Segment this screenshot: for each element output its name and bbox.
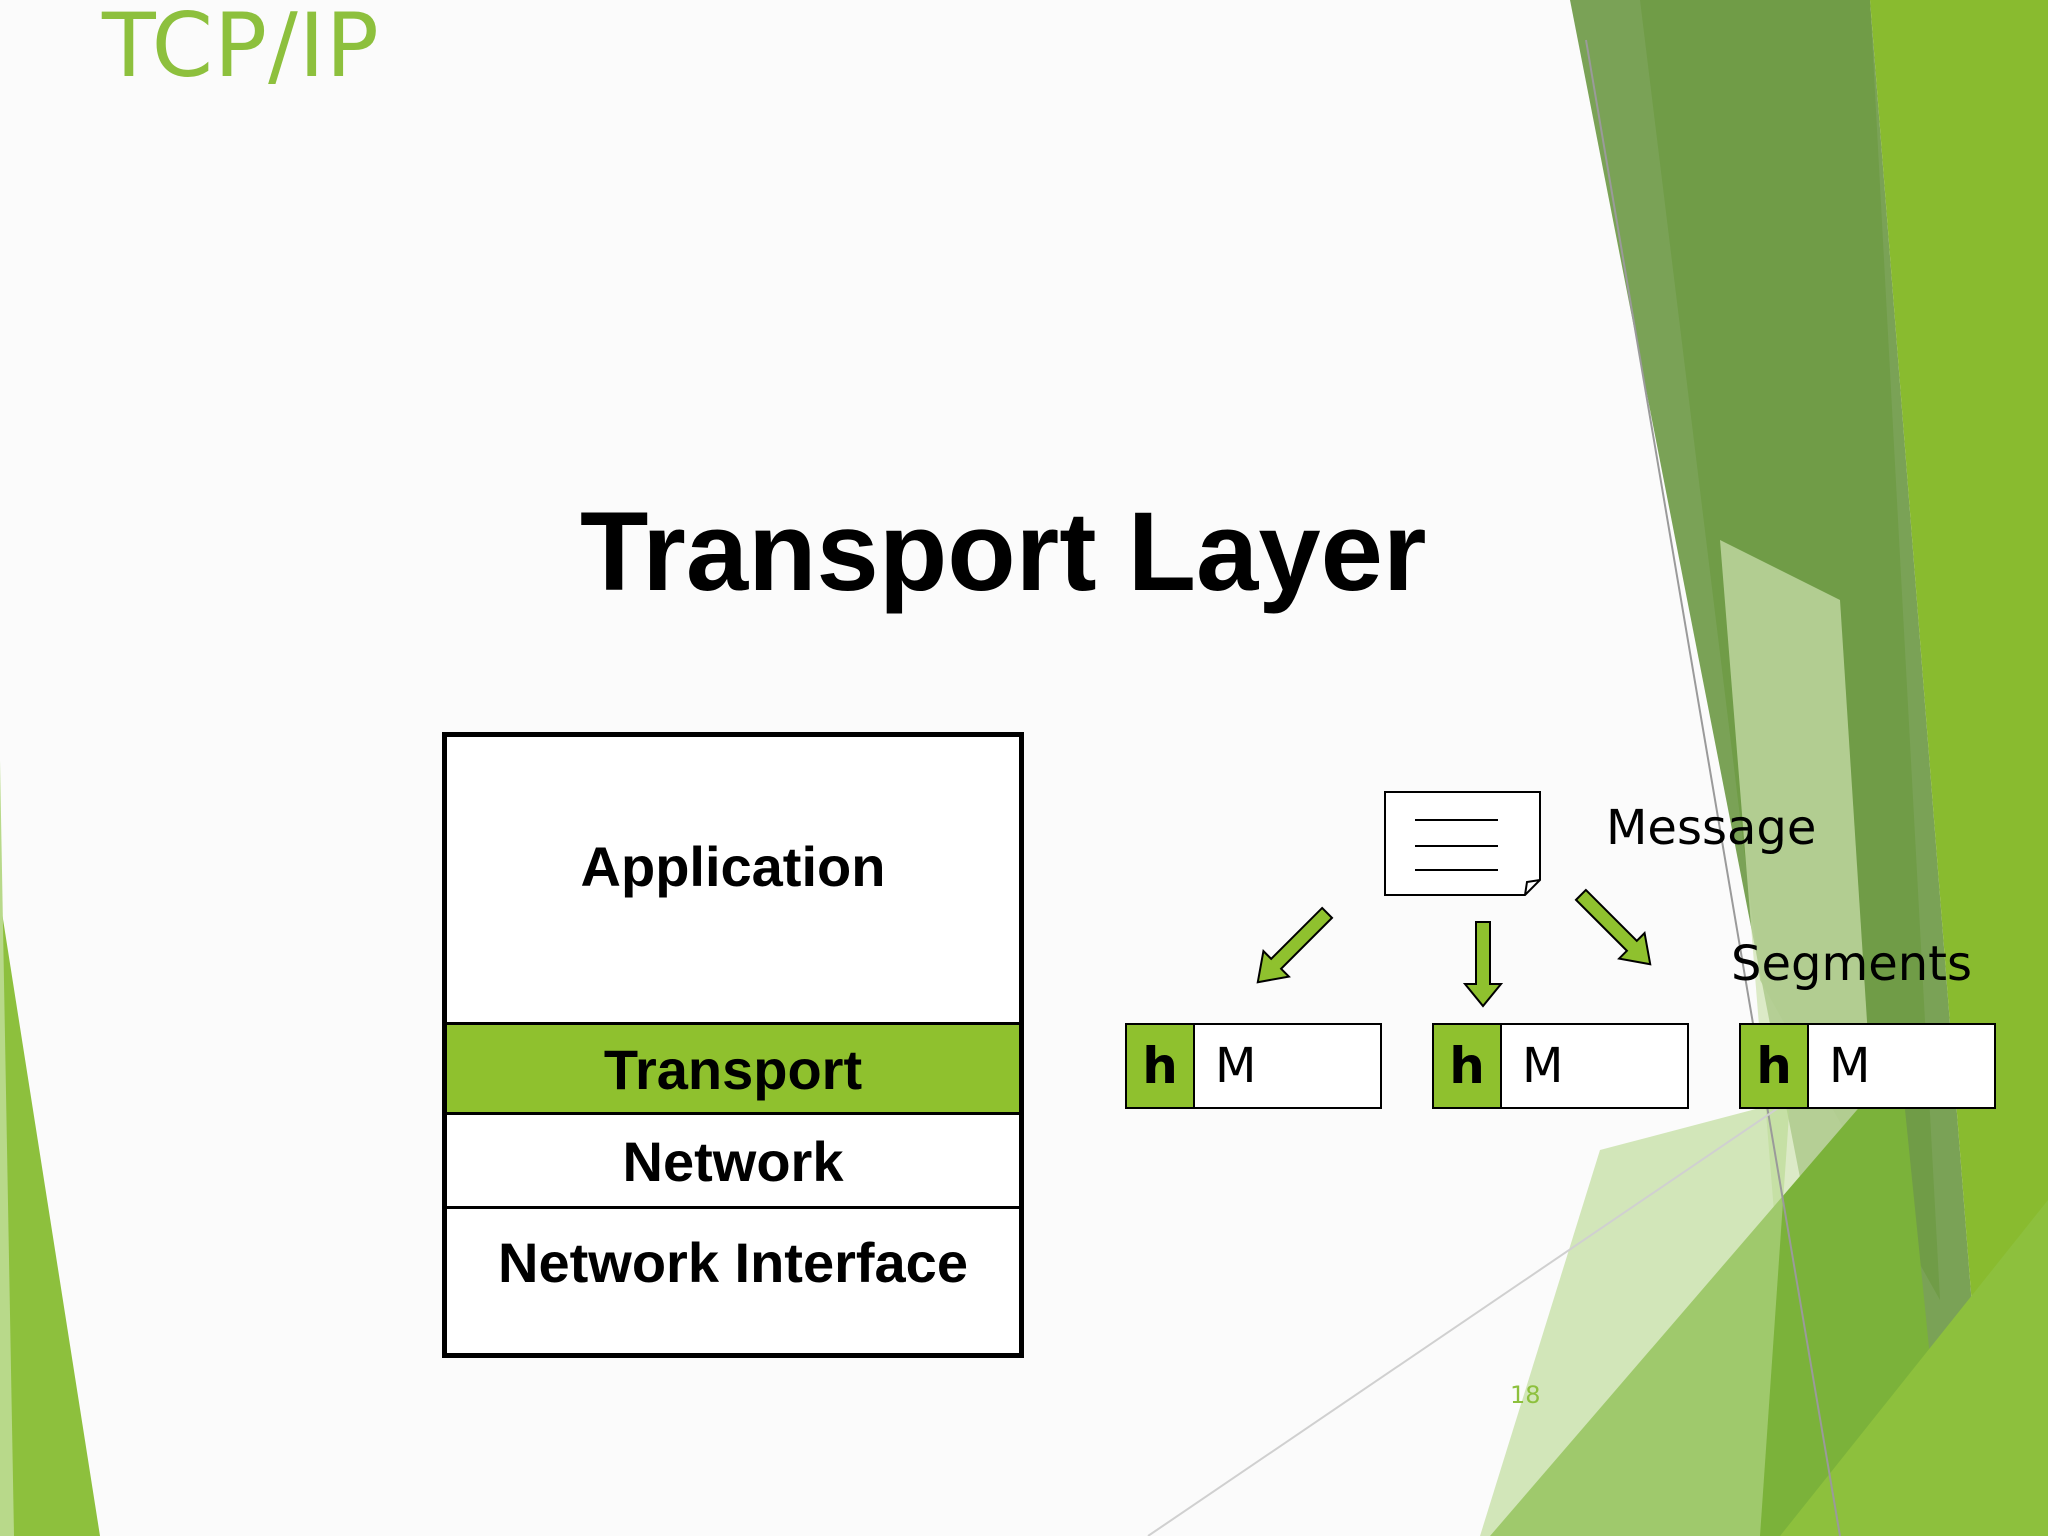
segment-2: h M <box>1432 1023 1689 1109</box>
segment-header: h <box>1741 1025 1809 1107</box>
segment-header: h <box>1434 1025 1502 1107</box>
layer-transport: Transport <box>447 1025 1019 1115</box>
arrow-down-icon <box>1462 921 1504 1008</box>
layer-network: Network <box>447 1115 1019 1209</box>
arrow-down-right-icon <box>1574 888 1652 966</box>
layer-application: Application <box>447 737 1019 1025</box>
segment-payload: M <box>1215 1038 1257 1094</box>
document-icon <box>1384 791 1541 896</box>
segment-1: h M <box>1125 1023 1382 1109</box>
slide-heading: Transport Layer <box>580 489 1427 614</box>
protocol-stack: Application Transport Network Network In… <box>442 732 1024 1358</box>
message-label: Message <box>1606 800 1817 856</box>
arrow-down-left-icon <box>1256 906 1334 984</box>
bottom-far-triangle <box>1780 1200 2048 1536</box>
thin-line-1 <box>1585 39 1841 1536</box>
segment-header: h <box>1127 1025 1195 1107</box>
segment-payload: M <box>1522 1038 1564 1094</box>
left-green-triangle <box>0 900 100 1536</box>
left-light-sliver <box>0 760 14 1536</box>
thin-line-2 <box>1147 1099 1791 1536</box>
segments-label: Segments <box>1731 936 1973 992</box>
page-number: 18 <box>1510 1381 1541 1409</box>
bottom-right-light-triangle <box>1480 1100 1790 1536</box>
segment-3: h M <box>1739 1023 1996 1109</box>
right-green-band <box>1870 0 2048 1536</box>
segment-payload: M <box>1829 1038 1871 1094</box>
layer-network-interface: Network Interface <box>498 1231 968 1294</box>
slide-title: TCP/IP <box>102 0 380 97</box>
